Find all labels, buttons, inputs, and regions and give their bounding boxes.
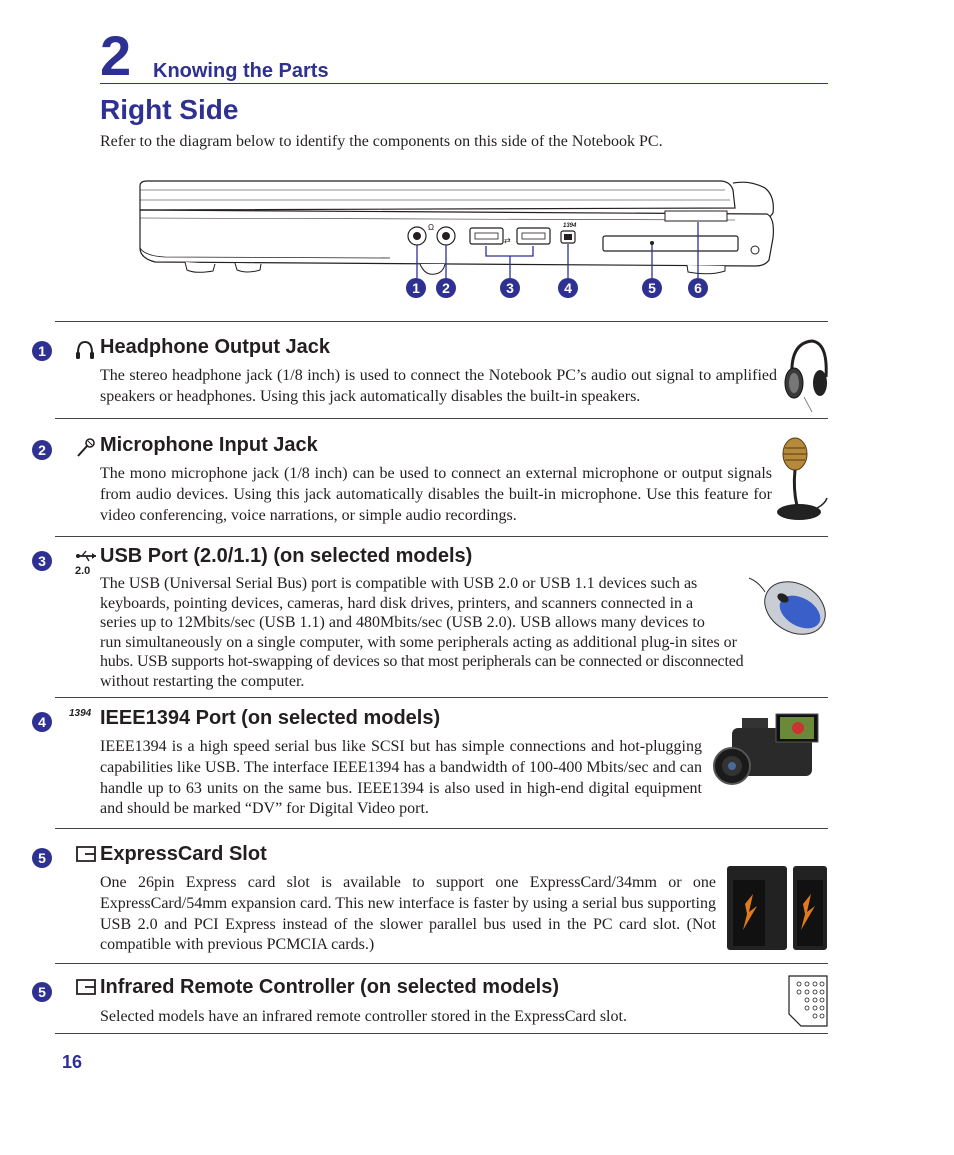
body-line: hubs. USB supports hot-swapping of devic… [100,653,744,670]
chapter-rule [100,83,828,84]
body-line: run simultaneously on a single computer,… [100,633,738,651]
diagram-callout-6: 6 [688,278,708,298]
page-number: 16 [62,1052,83,1072]
section-divider [55,321,828,322]
svg-text:Ω: Ω [428,223,434,232]
expresscard-illustration [727,866,827,950]
diagram-callout-1: 1 [406,278,426,298]
usb-icon-label: 2.0 [75,565,91,577]
section-divider [55,697,828,698]
section-divider [55,536,828,537]
svg-text:⇄: ⇄ [504,236,511,245]
chapter-title: Knowing the Parts [153,60,329,82]
section-title: IEEE1394 Port (on selected models) [100,707,441,729]
section-body: The USB (Universal Serial Bus) port is c… [100,574,830,691]
section-body: Selected models have an infrared remote … [100,1008,627,1025]
section-divider [55,828,828,829]
body-line: The USB (Universal Serial Bus) port is c… [100,575,698,592]
microphone-icon [77,438,95,457]
remote-controller-illustration [788,975,828,1027]
section-number: 1 [32,341,52,361]
diagram-callout-2: 2 [436,278,456,298]
notebook-right-side-diagram: Ω ⇄ 1394 [139,180,774,278]
diagram-callout-4: 4 [558,278,578,298]
section-body: The stereo headphone jack (1/8 inch) is … [100,367,777,405]
section-title: Microphone Input Jack [100,434,318,456]
diagram-callout-3: 3 [500,278,520,298]
section-number: 5 [32,848,52,868]
chapter-number: 2 [100,24,132,87]
section-divider [55,963,828,964]
body-line: series up to 12Mbits/sec (USB 1.1) and 4… [100,614,705,631]
usb-icon [76,550,96,562]
section-number: 3 [32,551,52,571]
microphone-illustration [777,437,828,520]
section-title: Headphone Output Jack [100,336,331,358]
section-body: The mono microphone jack (1/8 inch) can … [100,465,772,524]
headphone-icon [76,340,94,359]
section-body: IEEE1394 is a high speed serial bus like… [100,738,702,818]
expresscard-icon [76,979,96,995]
headphones-illustration [784,339,828,413]
mouse-illustration [748,577,826,635]
intro-text: Refer to the diagram below to identify t… [100,133,663,150]
ieee1394-icon: 1394 [69,708,92,719]
section-title: USB Port (2.0/1.1) (on selected models) [100,545,473,567]
section-divider [55,1033,828,1034]
body-line: without restarting the computer. [100,672,305,690]
section-divider [55,418,828,419]
section-number: 4 [32,712,52,732]
section-title: Infrared Remote Controller (on selected … [100,976,559,998]
camcorder-illustration [713,713,819,785]
page-title: Right Side [100,94,239,125]
section-title: ExpressCard Slot [100,843,267,865]
section-body: One 26pin Express card slot is available… [100,874,716,954]
expresscard-icon [76,846,96,862]
diagram-callout-5: 5 [642,278,662,298]
section-number: 2 [32,440,52,460]
body-line: keyboards, pointing devices, cameras, ha… [100,594,694,612]
section-number: 5 [32,982,52,1002]
firewire-port-label: 1394 [563,223,577,229]
